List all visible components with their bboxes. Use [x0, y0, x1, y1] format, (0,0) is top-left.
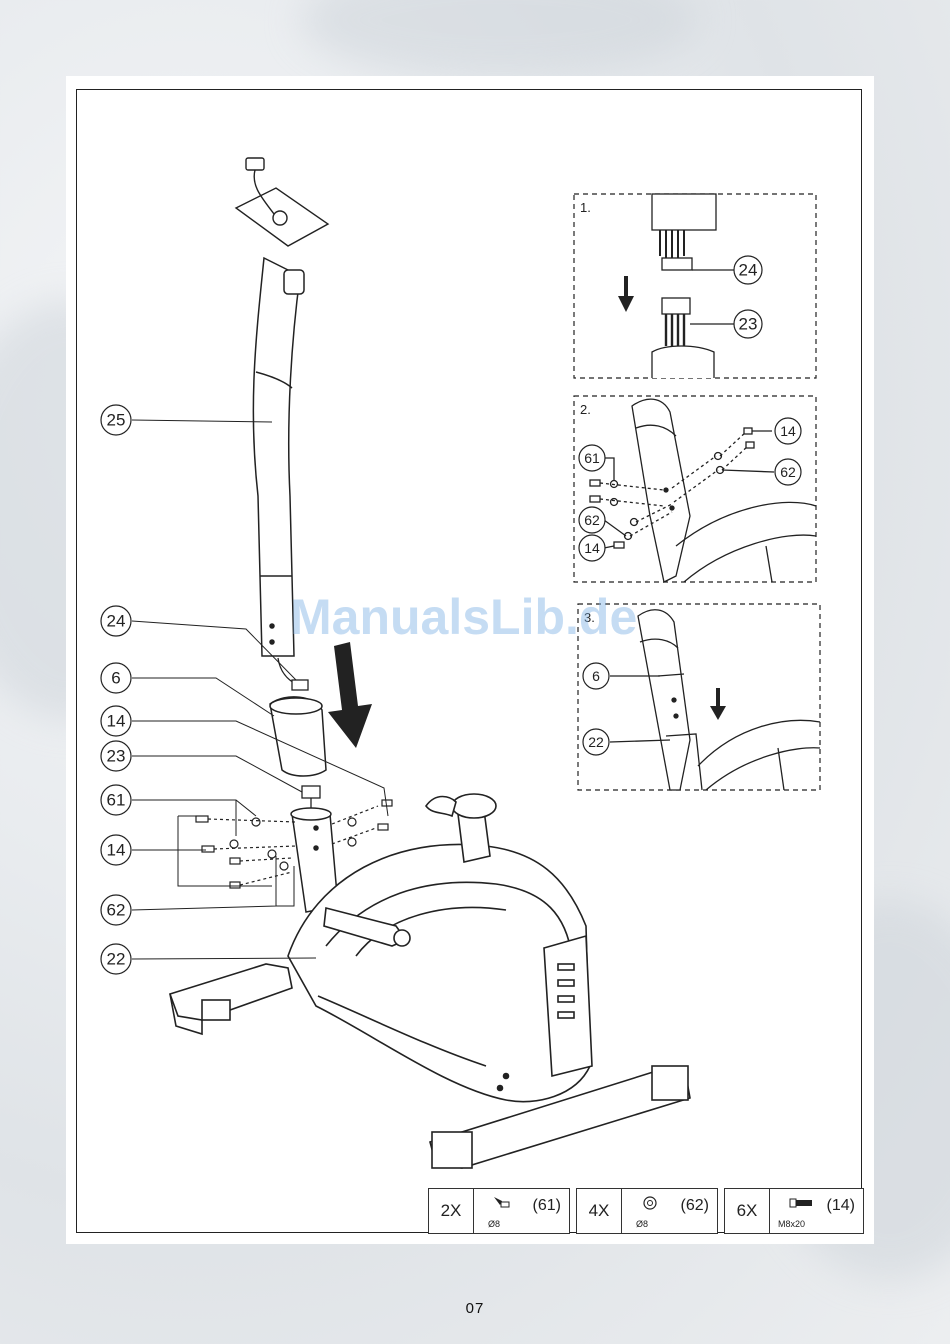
svg-text:25: 25	[107, 411, 126, 430]
callout-14: 14	[101, 706, 131, 736]
svg-text:14: 14	[107, 841, 126, 860]
part-desc: (62) Ø8	[622, 1189, 717, 1233]
svg-text:22: 22	[107, 950, 126, 969]
svg-text:62: 62	[584, 512, 600, 528]
svg-text:14: 14	[584, 540, 600, 556]
callout-14-lower: 14	[101, 835, 131, 865]
part-qty: 6X	[725, 1189, 770, 1233]
bolt-icon	[492, 1195, 516, 1211]
connector-24	[278, 658, 308, 690]
parts-table-61: 2X (61) Ø8	[428, 1188, 570, 1234]
svg-text:6: 6	[592, 668, 600, 684]
part-desc: (61) Ø8	[474, 1189, 569, 1233]
svg-text:23: 23	[107, 747, 126, 766]
callout-22: 22	[101, 944, 131, 974]
part-spec: Ø8	[488, 1219, 500, 1229]
svg-text:22: 22	[588, 734, 604, 750]
svg-text:61: 61	[107, 791, 126, 810]
detail-step-1: 1. 24 23	[574, 194, 816, 378]
callout-24: 24	[101, 606, 131, 636]
main-frame-22	[170, 794, 690, 1168]
part-qty: 4X	[577, 1189, 622, 1233]
callout-61: 61	[101, 785, 131, 815]
cover-6	[270, 697, 326, 776]
callout-25: 25	[101, 405, 131, 435]
svg-text:62: 62	[780, 464, 796, 480]
callout-62: 62	[101, 895, 131, 925]
part-ref: (14)	[827, 1197, 855, 1215]
assembly-diagram: 25 24 6 14 23 61 14 62	[66, 76, 874, 1244]
detail-step-2: 2.	[574, 396, 816, 582]
part-desc: (14) M8x20	[770, 1189, 863, 1233]
washer-icon	[640, 1195, 664, 1211]
svg-text:61: 61	[584, 450, 600, 466]
part-ref: (62)	[681, 1197, 709, 1215]
screw-icon	[788, 1195, 816, 1211]
svg-text:24: 24	[739, 261, 758, 280]
svg-text:2.: 2.	[580, 402, 591, 417]
parts-table-62: 4X (62) Ø8	[576, 1188, 718, 1234]
svg-text:62: 62	[107, 901, 126, 920]
svg-text:23: 23	[739, 315, 758, 334]
callout-23: 23	[101, 741, 131, 771]
part-spec: Ø8	[636, 1219, 648, 1229]
insert-arrow	[328, 642, 372, 748]
svg-text:14: 14	[107, 712, 126, 731]
console-plate	[236, 158, 328, 246]
svg-text:1.: 1.	[580, 200, 591, 215]
part-ref: (61)	[533, 1197, 561, 1215]
svg-text:6: 6	[111, 669, 120, 688]
svg-text:24: 24	[107, 612, 126, 631]
part-qty: 2X	[429, 1189, 474, 1233]
page-number: 07	[0, 1300, 950, 1317]
watermark: ManualsLib.de	[290, 588, 637, 646]
callout-6: 6	[101, 663, 131, 693]
part-spec: M8x20	[778, 1219, 805, 1229]
parts-table-14: 6X (14) M8x20	[724, 1188, 864, 1234]
manual-page: 25 24 6 14 23 61 14 62	[66, 76, 874, 1244]
svg-text:14: 14	[780, 423, 796, 439]
